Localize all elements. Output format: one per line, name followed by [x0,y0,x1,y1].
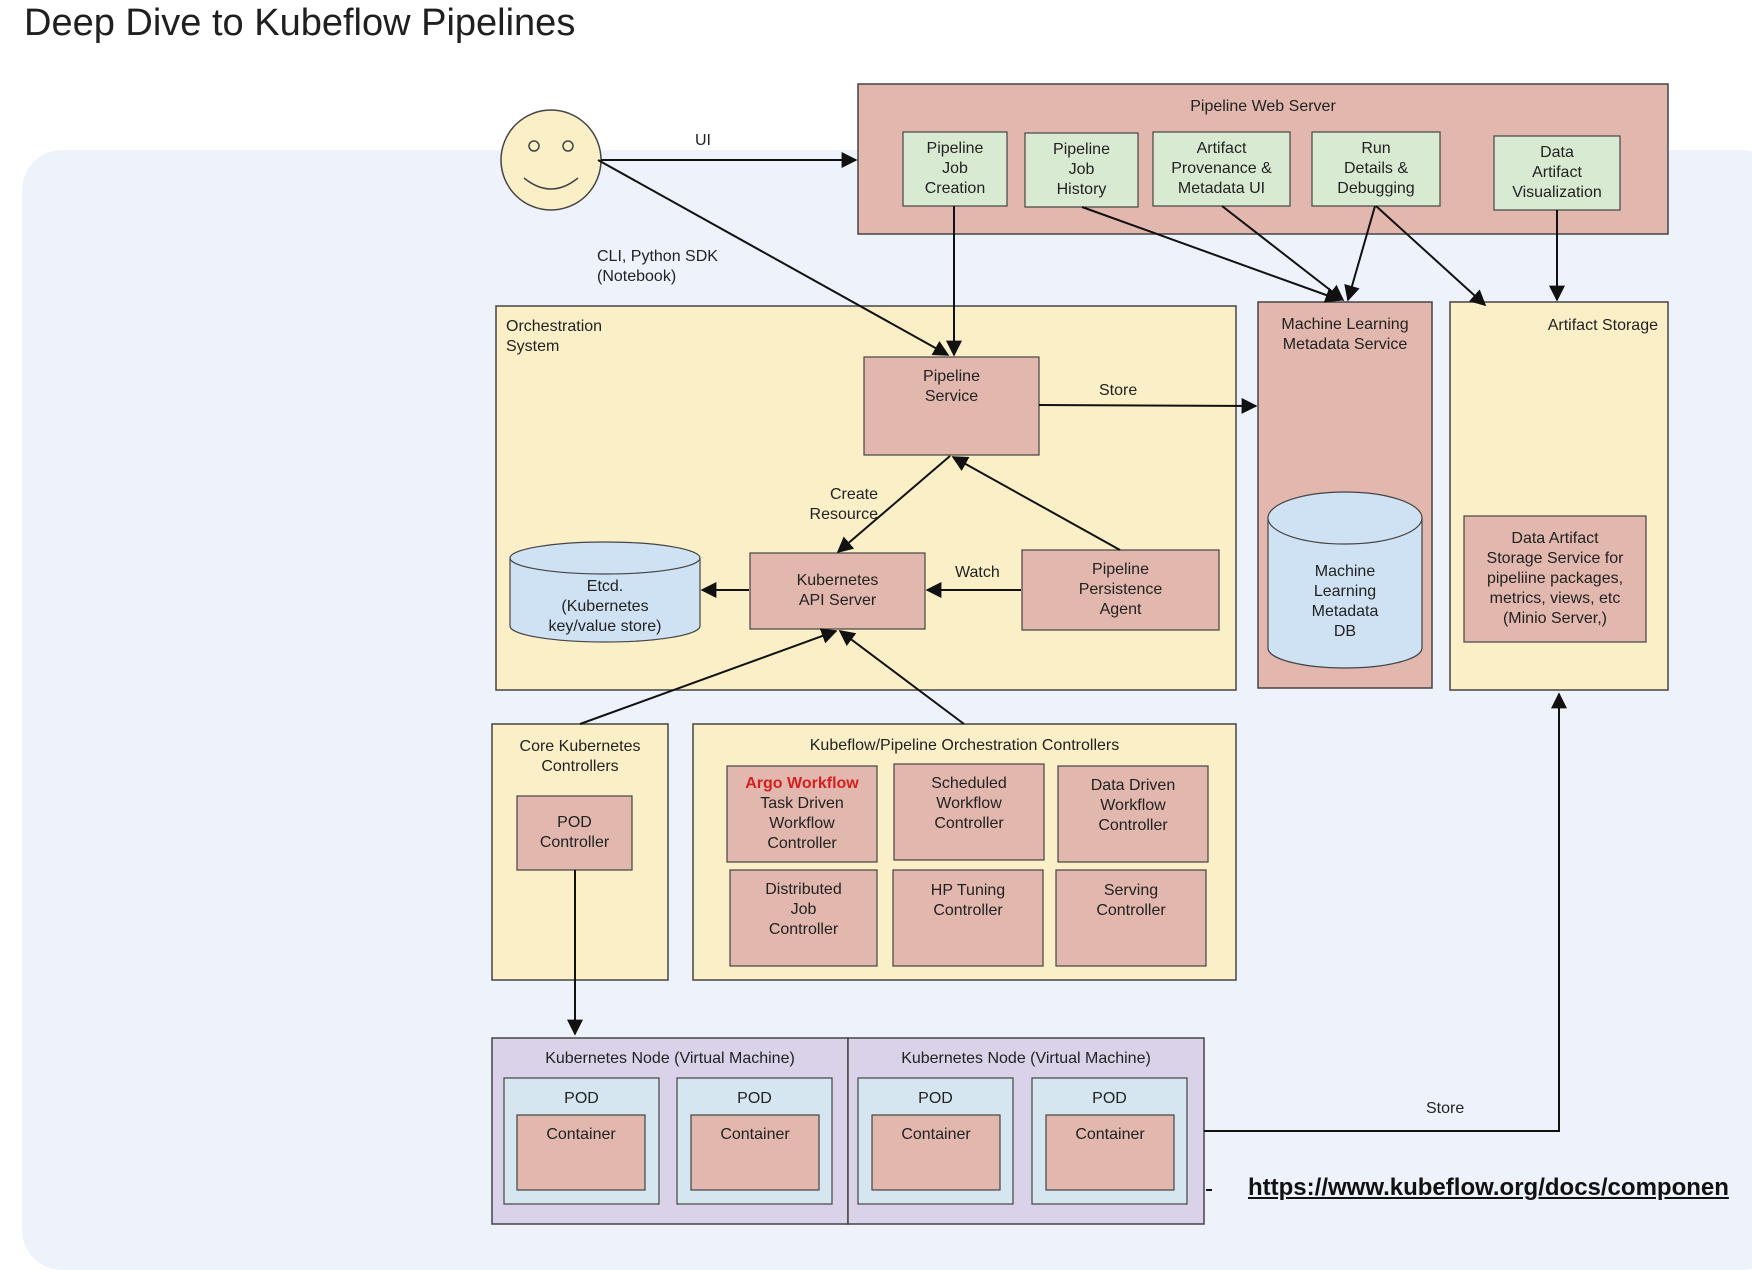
argo-workflow-highlight: Argo Workflow [745,775,859,792]
pipeline-service-box: Pipeline Service [863,356,1040,456]
scheduled-workflow-controller-box: Scheduled Workflow Controller [893,763,1045,861]
core-controllers-title: Core Kubernetes Controllers [519,738,641,775]
edge-label-store-artifact: Store [1426,1100,1464,1117]
container-label: Container [901,1126,971,1143]
distributed-job-label: Distributed Job Controller [765,881,842,938]
pod-label: POD [737,1090,772,1107]
artifact-storage-service-label: Data Artifact Storage Service for pipeli… [1486,530,1624,627]
edge-label-store-metadata: Store [1099,382,1137,399]
web-module-job-creation: Pipeline Job Creation [902,131,1008,207]
web-module-visualization: Data Artifact Visualization [1493,135,1621,211]
pod-box: POD Container [857,1077,1014,1205]
web-module-label: Artifact Provenance & Metadata UI [1171,140,1272,197]
hp-tuning-controller-box: HP Tuning Controller [892,869,1044,967]
pod-label: POD [1092,1090,1127,1107]
serving-controller-label: Serving Controller [1096,882,1166,919]
etcd-label: Etcd. (Kubernetes key/value store) [548,578,662,635]
edge-agent-to-pipeline-service [951,456,1121,551]
architecture-diagram: Pipeline Web Server Orchestration System… [491,83,1669,1225]
api-server-label: Kubernetes API Server [796,572,879,609]
edge-run-details-to-artifacts [1375,205,1487,307]
persistence-agent-box: Pipeline Persistence Agent [1021,549,1220,631]
web-module-label: Run Details & Debugging [1337,140,1415,197]
web-server-title: Pipeline Web Server [1190,98,1336,115]
serving-controller-box: Serving Controller [1055,869,1207,967]
kubernetes-node-title: Kubernetes Node (Virtual Machine) [901,1050,1151,1067]
web-module-run-details: Run Details & Debugging [1311,131,1441,207]
edge-kf-controllers-to-api [838,630,965,725]
scheduled-workflow-label: Scheduled Workflow Controller [931,775,1007,832]
pod-controller-label: POD Controller [539,814,610,851]
smiley-face-icon [500,109,602,211]
edge-store-metadata [1038,397,1258,414]
data-driven-workflow-controller-box: Data Driven Workflow Controller [1057,765,1209,863]
web-module-label: Pipeline Job Creation [924,140,986,197]
edge-core-controllers-to-api [579,628,838,725]
edge-provenance-to-metadata [1221,205,1345,301]
edge-label-ui: UI [695,132,711,149]
web-module-provenance: Artifact Provenance & Metadata UI [1152,131,1291,207]
kubernetes-api-server-box: Kubernetes API Server [749,552,926,630]
kf-controllers-title: Kubeflow/Pipeline Orchestration Controll… [809,737,1120,754]
hp-tuning-label: HP Tuning Controller [930,882,1006,919]
pod-label: POD [564,1090,599,1107]
artifact-storage-service-box: Data Artifact Storage Service for pipeli… [1463,515,1647,643]
container-label: Container [720,1126,790,1143]
argo-workflow-description: Task Driven Workflow Controller [760,795,844,852]
kubeflow-docs-link[interactable]: https://www.kubeflow.org/docs/componen [1248,1174,1729,1201]
pipeline-service-label: Pipeline Service [923,368,980,405]
data-driven-workflow-label: Data Driven Workflow Controller [1090,777,1176,834]
edge-label-create-resource: Create Resource [809,486,878,523]
orchestration-title: Orchestration System [506,318,603,355]
edge-run-details-to-metadata [1344,205,1376,302]
artifact-storage-title: Artifact Storage [1547,317,1658,334]
page-title: Deep Dive to Kubeflow Pipelines [24,2,576,44]
container-label: Container [1075,1126,1145,1143]
edge-history-to-metadata [1081,206,1342,303]
pod-box: POD Container [1031,1077,1188,1205]
edge-label-cli: CLI, Python SDK (Notebook) [597,248,718,285]
web-module-label: Data Artifact Visualization [1512,144,1602,201]
edge-label-watch: Watch [955,564,1000,581]
pod-box: POD Container [676,1077,833,1205]
metadata-service-title: Machine Learning Metadata Service [1281,316,1409,353]
metadata-db-label: Machine Learning Metadata DB [1311,563,1379,640]
pod-controller-box: POD Controller [516,795,633,871]
pod-box: POD Container [503,1077,660,1205]
web-module-job-history: Pipeline Job History [1024,132,1139,208]
distributed-job-controller-box: Distributed Job Controller [729,869,878,967]
edge-cli [597,159,950,356]
etcd-cylinder: Etcd. (Kubernetes key/value store) [509,541,701,643]
edge-store-artifact [1204,692,1567,1132]
container-label: Container [546,1126,616,1143]
pod-label: POD [918,1090,953,1107]
kubernetes-node-title: Kubernetes Node (Virtual Machine) [545,1050,795,1067]
metadata-db-cylinder: Machine Learning Metadata DB [1267,491,1423,669]
persistence-agent-label: Pipeline Persistence Agent [1078,561,1163,618]
web-module-label: Pipeline Job History [1053,141,1110,198]
edge-create-resource [836,455,951,554]
